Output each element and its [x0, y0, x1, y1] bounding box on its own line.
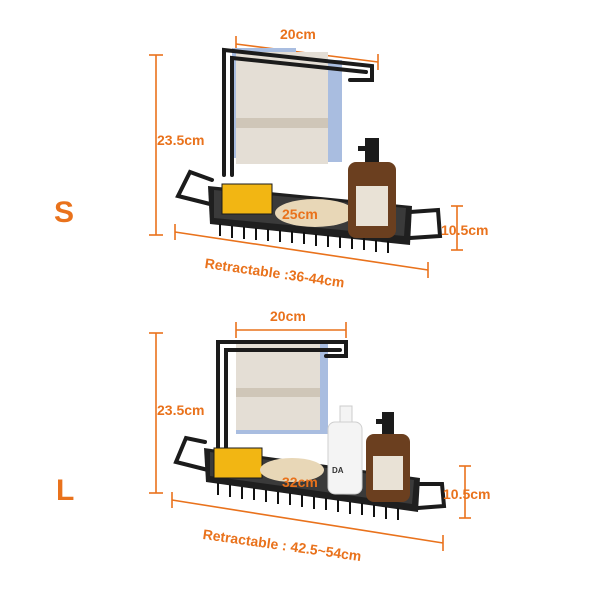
large-depth-label: 10.5cm — [443, 486, 491, 502]
small-scrubber — [275, 199, 355, 227]
large-side-handles — [173, 435, 447, 510]
small-dimension-lines — [149, 36, 463, 278]
small-white-towel — [236, 52, 328, 164]
large-height-label: 23.5cm — [157, 402, 205, 418]
small-height-label: 23.5cm — [157, 132, 205, 148]
small-sponge — [221, 183, 273, 215]
size-label-large: L — [56, 474, 75, 507]
large-sponge — [213, 447, 263, 479]
large-towel-bar — [216, 340, 348, 450]
large-white-bottle — [327, 421, 363, 495]
large-scrubber — [260, 458, 324, 482]
large-rack — [149, 322, 471, 551]
small-rack — [149, 36, 463, 278]
small-top-width-label: 20cm — [280, 26, 316, 42]
large-basket-length-label: 32cm — [282, 474, 318, 490]
bottle-label-text: DA — [332, 466, 344, 475]
size-label-small: S — [54, 196, 75, 229]
large-top-width-label: 20cm — [270, 308, 306, 324]
small-depth-label: 10.5cm — [441, 222, 489, 238]
large-white-towel — [236, 342, 320, 430]
large-dimension-lines — [149, 322, 471, 551]
small-side-handles — [175, 169, 443, 240]
small-towel-bar — [222, 47, 374, 177]
small-basket-length-label: 25cm — [282, 206, 318, 222]
